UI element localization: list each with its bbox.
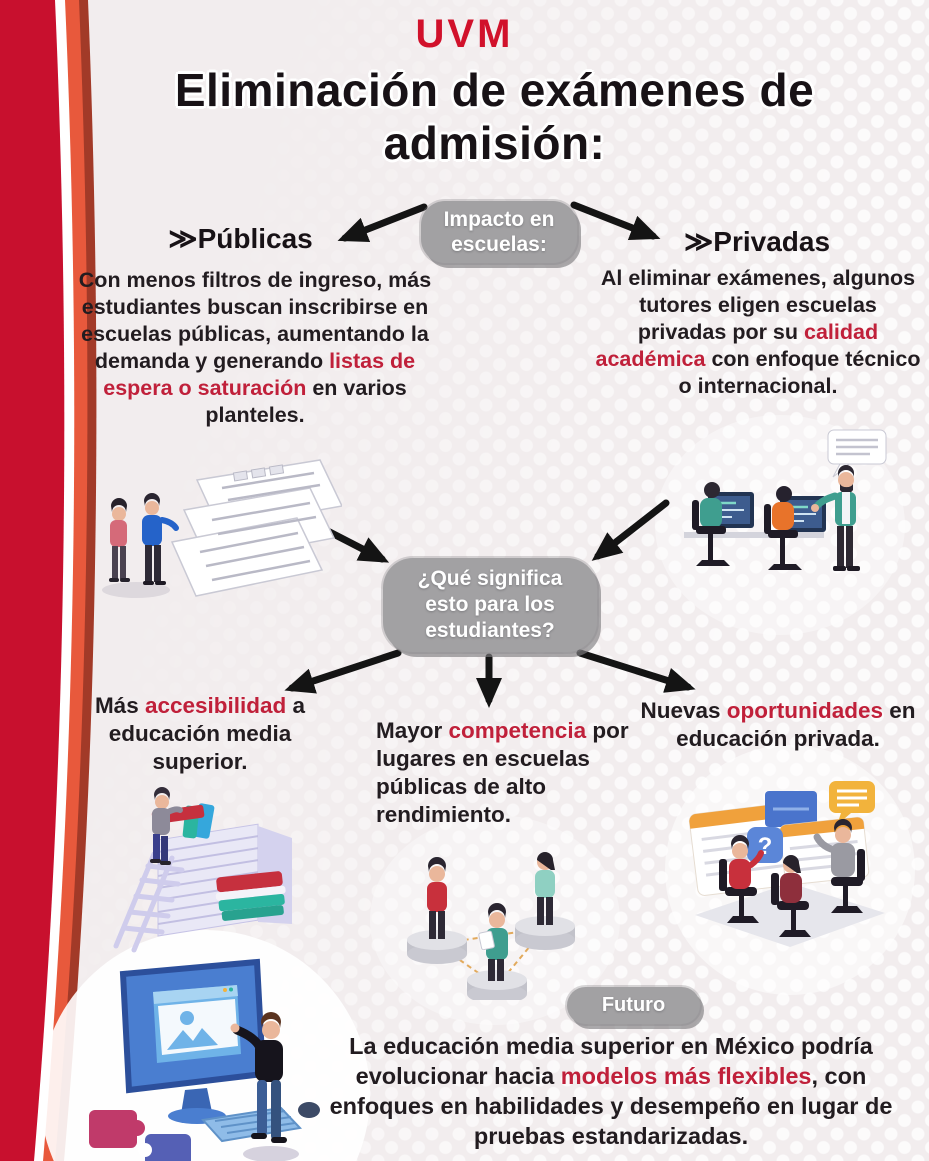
title-line-2: admisión: bbox=[383, 117, 606, 169]
privadas-text: Al eliminar exámenes, algunos tutores el… bbox=[600, 266, 916, 344]
page-title: Eliminación de exámenes de admisión: bbox=[75, 64, 914, 170]
futuro-text: La educación media superior en México po… bbox=[349, 1033, 873, 1089]
oportunidades-paragraph: Nuevas oportunidades en educación privad… bbox=[630, 697, 926, 753]
privadas-highlight: calidad académica bbox=[595, 320, 879, 371]
oportunidades-highlight: oportunidades bbox=[726, 698, 884, 723]
publicas-text: Con menos filtros de ingreso, más estudi… bbox=[78, 268, 432, 373]
node-impacto-label: Impacto en escuelas: bbox=[443, 208, 555, 256]
accesibilidad-highlight: accesibilidad bbox=[144, 693, 287, 718]
books-ladder-illustration bbox=[113, 787, 292, 953]
accesibilidad-text-end: a educación media superior. bbox=[108, 693, 306, 774]
publicas-text-end: en varios planteles. bbox=[205, 376, 407, 427]
node-que-significa-label: ¿Qué significa esto para los estudiantes… bbox=[417, 567, 563, 642]
publicas-header: ≫Públicas bbox=[168, 223, 313, 254]
competencia-paragraph: Mayor competencia por lugares en escuela… bbox=[376, 717, 638, 829]
node-impacto-en-escuelas[interactable]: Impacto en escuelas: bbox=[421, 201, 577, 263]
title-line-1: Eliminación de exámenes de bbox=[174, 64, 815, 116]
futuro-highlight: modelos más flexibles bbox=[560, 1063, 812, 1089]
oportunidades-text: Nuevas bbox=[640, 698, 727, 723]
left-red-swoosh bbox=[0, 0, 97, 1161]
privadas-header: ≫Privadas bbox=[683, 226, 831, 257]
oportunidades-text-end: en educación privada. bbox=[676, 698, 916, 751]
competencia-text: Mayor bbox=[376, 718, 449, 743]
node-futuro[interactable]: Futuro bbox=[567, 987, 700, 1024]
competencia-text-end: por lugares en escuelas públicas de alto… bbox=[376, 718, 629, 827]
futuro-text-end: , con enfoques en habilidades y desempeñ… bbox=[329, 1063, 893, 1149]
privadas-paragraph: Al eliminar exámenes, algunos tutores el… bbox=[594, 265, 922, 400]
halo-circle bbox=[655, 415, 905, 635]
node-futuro-label: Futuro bbox=[601, 994, 666, 1016]
accesibilidad-paragraph: Más accesibilidad a educación media supe… bbox=[72, 692, 328, 776]
publicas-highlight: listas de espera o saturación bbox=[103, 349, 416, 400]
publicas-paragraph: Con menos filtros de ingreso, más estudi… bbox=[76, 267, 434, 429]
competencia-highlight: competencia bbox=[448, 718, 587, 743]
node-que-significa[interactable]: ¿Qué significa esto para los estudiantes… bbox=[383, 558, 597, 652]
privadas-text-end: con enfoque técnico o internacional. bbox=[678, 347, 921, 398]
halo-circle bbox=[665, 745, 915, 995]
futuro-paragraph: La educación media superior en México po… bbox=[302, 1031, 920, 1151]
accesibilidad-text: Más bbox=[94, 693, 145, 718]
uvm-logo: UVM bbox=[415, 12, 514, 56]
